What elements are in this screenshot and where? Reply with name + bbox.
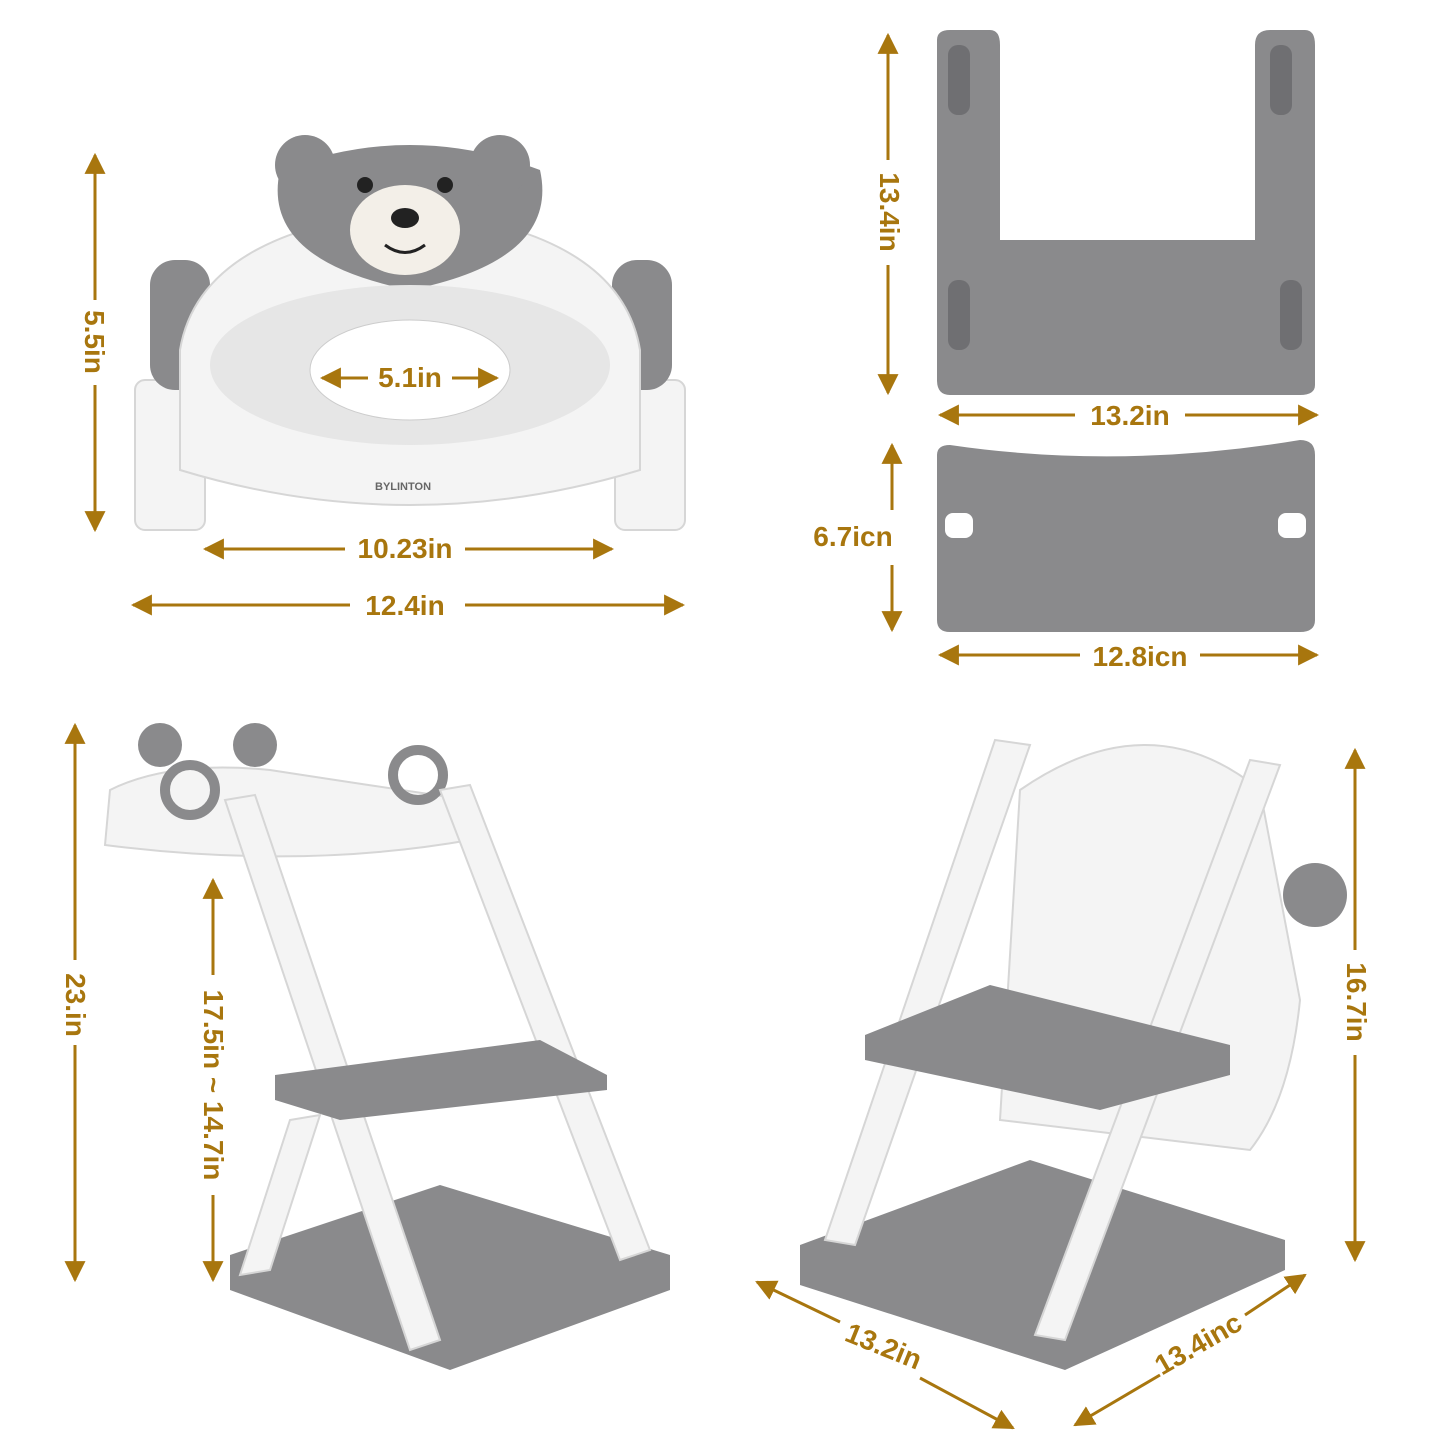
potty-seat-illustration: BYLINTON [134, 135, 686, 531]
step-illustration [937, 440, 1315, 632]
seat-inner-width-label: 10.23in [358, 533, 453, 564]
back-height-label: 16.7in [1341, 962, 1372, 1041]
assembled-ladder-front-illustration [103, 723, 670, 1370]
frame-width-label: 13.2in [1090, 400, 1169, 431]
brand-logo: BYLINTON [375, 481, 431, 493]
total-height-label: 23.in [60, 973, 91, 1037]
step-height-range-label: 17.5in ~ 14.7in [198, 990, 229, 1181]
back-depth-label: 13.2in [841, 1317, 926, 1375]
step-width-label: 12.8icn [1093, 641, 1188, 672]
step-height-label: 6.7icn [813, 521, 892, 552]
assembled-ladder-back-illustration [800, 738, 1347, 1370]
ladder-frame-illustration [937, 30, 1315, 395]
seat-opening-width-label: 5.1in [378, 362, 442, 393]
frame-height-label: 13.4in [874, 172, 905, 251]
seat-outer-width-label: 12.4in [365, 590, 444, 621]
seat-height-label: 5.5in [79, 310, 110, 374]
